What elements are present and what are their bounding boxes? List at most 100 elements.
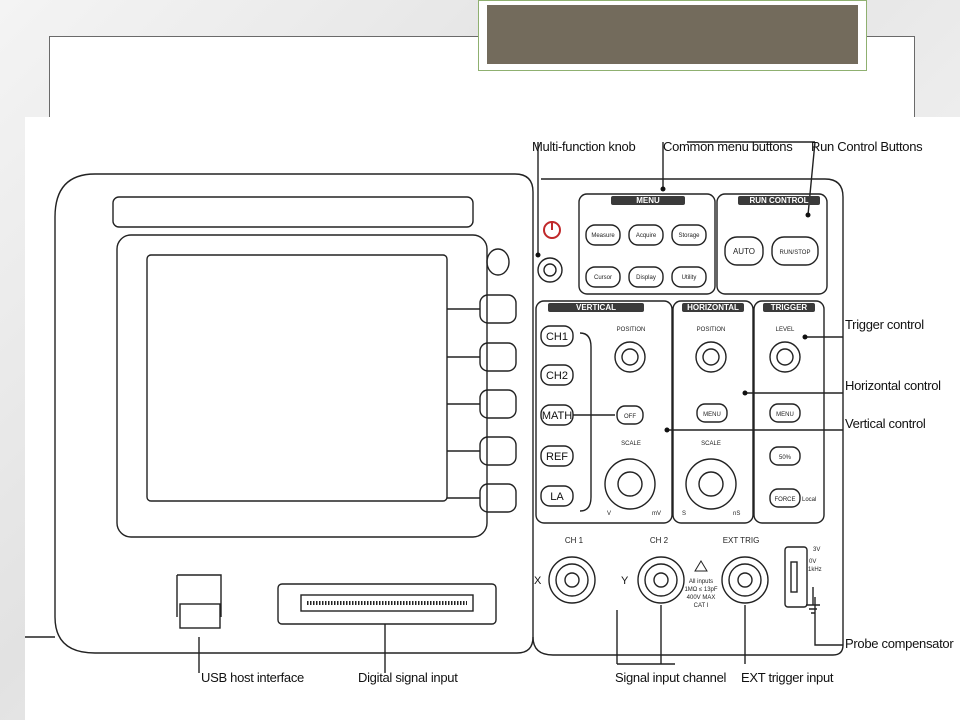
side-knob — [486, 248, 510, 276]
title-placeholder — [478, 0, 867, 71]
ch2-bnc — [637, 556, 685, 604]
auto-button — [724, 236, 764, 266]
ext-trig-bnc — [721, 556, 769, 604]
label-trigger-control: Trigger control — [845, 317, 924, 332]
utility-button — [671, 266, 707, 288]
la-label: LA — [550, 491, 564, 503]
warning-line-3: 400V MAX — [687, 595, 716, 601]
softkey-2 — [479, 342, 517, 372]
acquire-button — [628, 224, 664, 246]
title-fill — [487, 5, 858, 64]
off-label: OFF — [624, 414, 636, 420]
measure-button — [585, 224, 621, 246]
run-stop-button — [771, 236, 819, 266]
instrument-body — [54, 173, 534, 654]
ch1-label: CH1 — [546, 331, 568, 343]
menu-section — [578, 193, 716, 295]
callout-dots — [535, 186, 811, 433]
la-button — [540, 485, 574, 507]
vertical-position-knob — [614, 341, 646, 373]
label-digital-signal-input: Digital signal input — [358, 670, 458, 685]
probe-1khz-label: 1kHz — [808, 567, 822, 573]
ch2-button — [540, 364, 574, 386]
menu-title: MENU — [636, 196, 660, 205]
trigger-50-button — [769, 446, 801, 466]
horizontal-position-knob — [695, 341, 727, 373]
warning-line-2: 1MΩ ≤ 13pF — [684, 587, 717, 593]
probe-compensator-terminal — [784, 546, 808, 608]
label-usb-host-interface: USB host interface — [201, 670, 304, 685]
acquire-label: Acquire — [636, 233, 657, 239]
softkey-3 — [479, 389, 517, 419]
math-label: MATH — [542, 410, 572, 422]
section-headers — [548, 196, 820, 312]
horizontal-title: HORIZONTAL — [687, 303, 739, 312]
cursor-button — [585, 266, 621, 288]
run-control-section — [716, 193, 828, 295]
softkey-5 — [479, 483, 517, 513]
vertical-scale-knob — [604, 458, 656, 510]
digital-connector — [277, 583, 497, 625]
display-button — [628, 266, 664, 288]
usb-port-frame — [176, 574, 222, 617]
off-button — [616, 405, 644, 425]
power-icon — [543, 221, 561, 239]
probe-0v-label: 0V — [809, 559, 816, 565]
probe-3v-label: 3V — [813, 547, 820, 553]
vertical-scale-label: SCALE — [621, 441, 641, 447]
ext-trig-label: EXT TRIG — [723, 536, 760, 545]
ch2-label: CH2 — [546, 370, 568, 382]
force-button — [769, 488, 801, 508]
horizontal-scale-knob — [685, 458, 737, 510]
trigger-menu-button — [769, 403, 801, 423]
label-ext-trigger-input: EXT trigger input — [741, 670, 834, 685]
horizontal-section — [672, 300, 754, 524]
force-label: FORCE — [775, 497, 796, 503]
measure-label: Measure — [591, 233, 615, 239]
label-signal-input-channel: Signal input channel — [615, 670, 727, 685]
warning-line-1: All inputs — [689, 579, 713, 585]
vertical-title: VERTICAL — [576, 303, 616, 312]
ns-label: nS — [733, 511, 740, 517]
usb-port — [179, 603, 221, 629]
ground-icon — [806, 587, 820, 614]
ch1-bnc — [548, 556, 596, 604]
ch2-input-label: CH 2 — [650, 536, 669, 545]
storage-label: Storage — [678, 233, 700, 239]
v-label: V — [607, 511, 611, 517]
oscilloscope-svg: Multi-function knob Common menu buttons … — [25, 139, 955, 685]
display-label: Display — [636, 275, 656, 281]
softkey-4 — [479, 436, 517, 466]
label-common-menu-buttons: Common menu buttons — [663, 139, 793, 154]
label-run-control-buttons: Run Control Buttons — [811, 139, 923, 154]
ref-button — [540, 445, 574, 467]
vertical-section — [535, 300, 673, 524]
multi-function-knob — [537, 257, 563, 283]
storage-button — [671, 224, 707, 246]
display-screen — [146, 254, 448, 502]
label-horizontal-control: Horizontal control — [845, 378, 941, 393]
softkey-1 — [479, 294, 517, 324]
screen-bezel — [116, 234, 488, 538]
horizontal-position-label: POSITION — [697, 327, 726, 333]
trigger-menu-label: MENU — [776, 412, 794, 418]
trigger-level-knob — [769, 341, 801, 373]
label-multi-function-knob: Multi-function knob — [532, 139, 635, 154]
horizontal-scale-label: SCALE — [701, 441, 721, 447]
panel-body — [532, 178, 844, 656]
trigger-title: TRIGGER — [771, 303, 808, 312]
horizontal-menu-label: MENU — [703, 412, 721, 418]
y-label: Y — [621, 575, 629, 587]
level-label: LEVEL — [776, 327, 795, 333]
horizontal-menu-button — [696, 403, 728, 423]
ref-label: REF — [546, 451, 568, 463]
mv-label: mV — [652, 511, 661, 517]
label-vertical-control: Vertical control — [845, 416, 926, 431]
x-label: X — [534, 575, 542, 587]
oscilloscope-front-panel-diagram: Multi-function knob Common menu buttons … — [25, 117, 960, 720]
label-probe-compensator: Probe compensator — [845, 636, 954, 651]
warning-icon — [694, 560, 708, 572]
trigger-section — [753, 300, 825, 524]
run-stop-label: RUN/STOP — [780, 250, 811, 256]
run-control-title: RUN CONTROL — [749, 196, 808, 205]
